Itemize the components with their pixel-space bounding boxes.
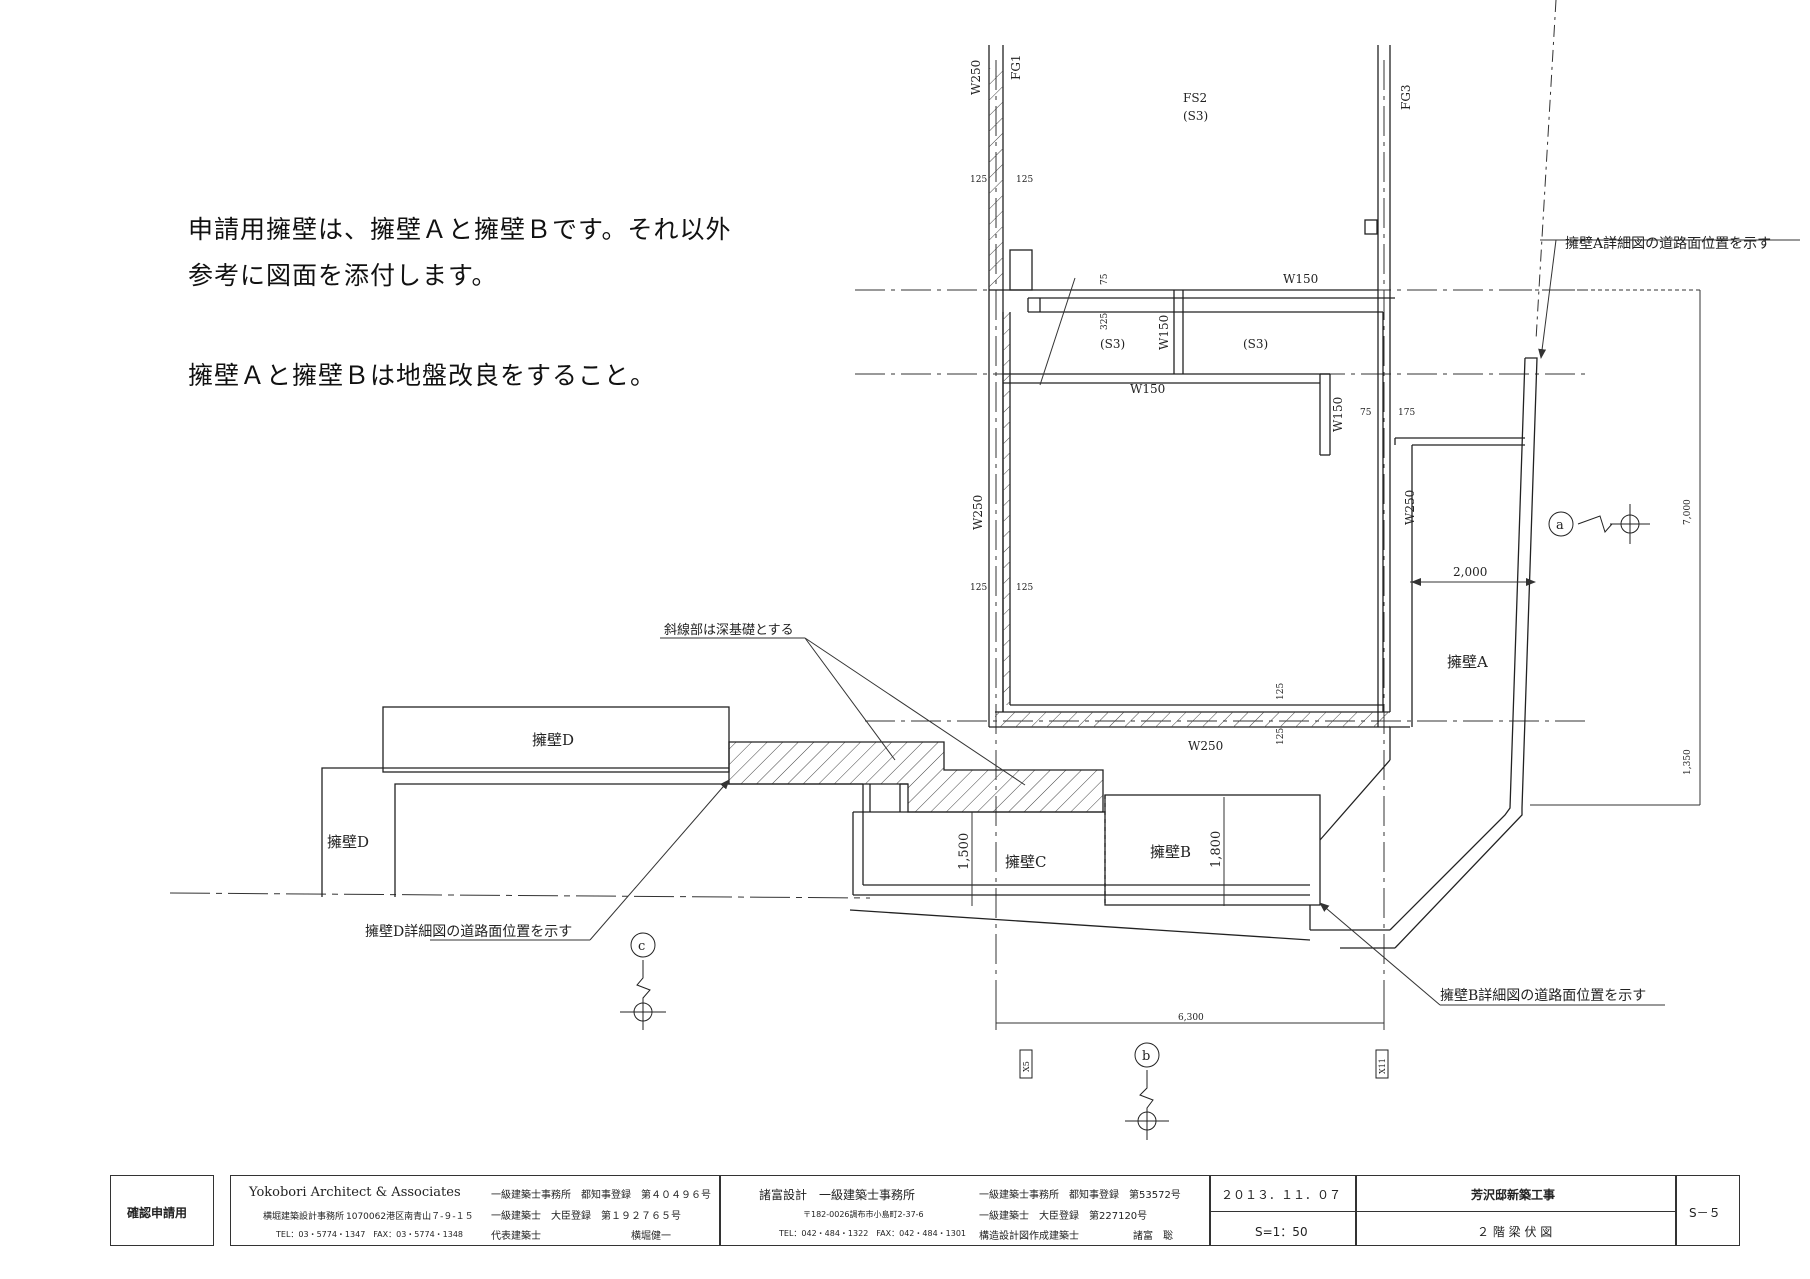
- retaining-walls: [321, 357, 1538, 949]
- dim-1500: 1,500: [957, 833, 972, 870]
- dim-75-b: 75: [1360, 408, 1372, 418]
- project-cell: 芳沢邸新築工事 ２ 階 梁 伏 図: [1356, 1175, 1676, 1246]
- firm-registration-1: 一級建築士事務所 都知事登録 第４０４９６号: [491, 1190, 711, 1201]
- drawing-scale: S=1：50: [1255, 1225, 1308, 1239]
- callout-hatch: 斜線部は深基礎とする: [664, 622, 794, 638]
- label-wall-d2: 擁壁D: [327, 833, 369, 851]
- beams: [988, 45, 1410, 728]
- label-fs2: FS2: [1183, 91, 1207, 105]
- section-marker-b-label: b: [1142, 1049, 1150, 1064]
- dim-125-a: 125: [970, 175, 987, 185]
- dim-125-d: 125: [1016, 583, 1033, 593]
- label-w150-mid: W150: [1130, 382, 1165, 396]
- firm-tel: TEL：03・5774・1347 FAX：03・5774・1348: [276, 1230, 464, 1239]
- dimensions: [430, 239, 1800, 1030]
- firm-name: Yokobori Architect & Associates: [249, 1185, 461, 1200]
- dim-2000: 2,000: [1453, 565, 1487, 579]
- sheet-number: S－５: [1689, 1206, 1721, 1220]
- dim-125-b: 125: [1016, 175, 1033, 185]
- grid-label-x5: X5: [1022, 1061, 1031, 1072]
- firm-representative-label: 代表建築士: [491, 1231, 541, 1242]
- label-w150-right: W150: [1331, 397, 1345, 432]
- structural-designer-label: 構造設計図作成建築士: [979, 1231, 1079, 1242]
- dim-75-a: 75: [1100, 273, 1110, 285]
- stamp-cell: 確認申請用: [110, 1175, 214, 1246]
- structural-firm-name: 諸富設計 一級建築士事務所: [759, 1188, 916, 1202]
- dim-125-f: 125: [1276, 728, 1286, 745]
- firm-name-jp: 横堀建築設計事務所: [263, 1212, 345, 1222]
- firm-registration-2: 一級建築士 大臣登録 第１９２７６５号: [491, 1211, 681, 1222]
- callout-wall-b: 擁壁B詳細図の道路面位置を示す: [1440, 988, 1646, 1004]
- label-fs2-sub: (S3): [1183, 109, 1208, 123]
- structural-firm-address: 〒182-0026調布市小島町2-37-6: [803, 1210, 924, 1219]
- label-wall-d1: 擁壁D: [532, 731, 574, 749]
- label-wall-c: 擁壁C: [1005, 853, 1046, 871]
- dim-175: 175: [1398, 408, 1415, 418]
- label-w250-left: W250: [971, 495, 985, 530]
- section-markers: [620, 504, 1650, 1140]
- label-fg3: FG3: [1399, 84, 1413, 110]
- firm-representative-name: 横堀健一: [631, 1231, 671, 1242]
- label-fg1: FG1: [1009, 54, 1023, 80]
- gridlines: [169, 0, 1590, 1020]
- label-w250-top: W250: [969, 60, 983, 95]
- dim-7000: 7,000: [1683, 499, 1693, 525]
- structural-registration-2: 一級建築士 大臣登録 第227120号: [979, 1211, 1148, 1222]
- dim-125-c: 125: [970, 583, 987, 593]
- dim-325: 325: [1100, 313, 1110, 330]
- callout-wall-d: 擁壁D詳細図の道路面位置を示す: [365, 924, 572, 940]
- dim-1350: 1,350: [1683, 749, 1693, 775]
- drawing-date: ２０１３．１１．０７: [1221, 1188, 1342, 1202]
- structural-firm-tel: TEL：042・484・1322 FAX：042・484・1301: [779, 1229, 967, 1238]
- dim-6300: 6,300: [1178, 1013, 1204, 1023]
- label-wall-b: 擁壁B: [1150, 843, 1191, 861]
- section-marker-c-label: c: [638, 939, 645, 954]
- label-wall-a: 擁壁A: [1447, 653, 1488, 671]
- project-name: 芳沢邸新築工事: [1471, 1188, 1556, 1202]
- stamp-label: 確認申請用: [127, 1206, 188, 1220]
- structural-registration-1: 一級建築士事務所 都知事登録 第53572号: [979, 1190, 1181, 1201]
- label-w250-right: W250: [1403, 490, 1417, 525]
- dim-1800: 1,800: [1209, 831, 1224, 868]
- label-w150-top: W150: [1283, 272, 1318, 286]
- structural-firm-cell: 諸富設計 一級建築士事務所 〒182-0026調布市小島町2-37-6 TEL：…: [720, 1175, 1210, 1246]
- structural-designer-name: 諸富 聡: [1133, 1231, 1173, 1242]
- title-block: 確認申請用 Yokobori Architect & Associates 横堀…: [110, 1175, 1740, 1246]
- section-marker-a-label: a: [1556, 518, 1564, 533]
- date-scale-cell: ２０１３．１１．０７ S=1：50: [1210, 1175, 1356, 1246]
- firm-address: 1070062港区南青山７-９-１５: [346, 1212, 474, 1222]
- drawing-title: ２ 階 梁 伏 図: [1477, 1225, 1553, 1239]
- dim-125-e: 125: [1276, 683, 1286, 700]
- note-line-3: 擁壁Ａと擁壁Ｂは地盤改良をすること。: [188, 361, 657, 390]
- label-s3-left: (S3): [1100, 337, 1125, 351]
- note-line-2: 参考に図面を添付します。: [188, 261, 498, 290]
- label-w150-vert: W150: [1157, 315, 1171, 350]
- grid-label-x11: X11: [1378, 1058, 1387, 1074]
- sheet-number-cell: S－５: [1676, 1175, 1740, 1246]
- note-line-1: 申請用擁壁は、擁壁Ａと擁壁Ｂです。それ以外: [188, 215, 732, 244]
- label-s3-right: (S3): [1243, 337, 1268, 351]
- firm-cell: Yokobori Architect & Associates 横堀建築設計事務…: [230, 1175, 720, 1246]
- callout-wall-a: 擁壁A詳細図の道路面位置を示す: [1565, 236, 1771, 252]
- label-w250-bottom: W250: [1188, 739, 1223, 753]
